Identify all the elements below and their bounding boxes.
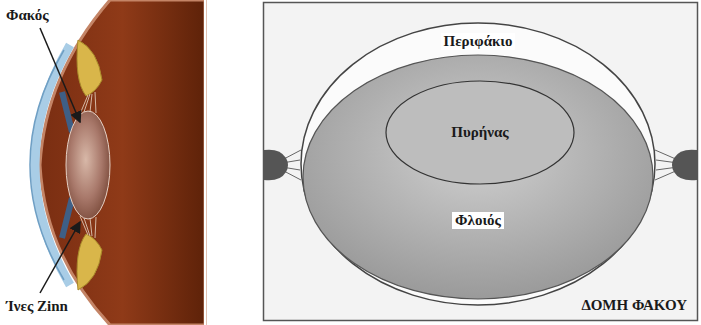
lens-capsule: ΠεριφάκιοΦλοιός Πυρήνας <box>300 22 656 306</box>
leader-line <box>40 222 80 293</box>
part-label: Ίνες Zinn <box>6 298 68 315</box>
ciliary-body <box>77 40 102 96</box>
lens-nucleus: Πυρήνας <box>385 80 575 185</box>
leader-line <box>40 28 80 122</box>
part-label: Φακός <box>6 7 49 24</box>
cornea-edge <box>30 50 64 280</box>
panel <box>264 3 698 321</box>
lens <box>66 111 110 219</box>
iris <box>62 198 72 238</box>
ciliary-body <box>77 234 102 290</box>
part-name: Περιφάκιο <box>441 33 516 50</box>
ciliary-muscle <box>264 150 288 181</box>
ciliary-muscle <box>672 150 697 181</box>
part-name: Πυρήνας <box>451 124 508 141</box>
diagram-caption: ΔΟΜΗ ΦΑΚΟΥ <box>582 297 687 314</box>
sclera-band <box>204 0 206 325</box>
part-name: Φλοιός <box>452 212 504 229</box>
lens-cortex: Φλοιός Πυρήνας <box>302 54 654 300</box>
